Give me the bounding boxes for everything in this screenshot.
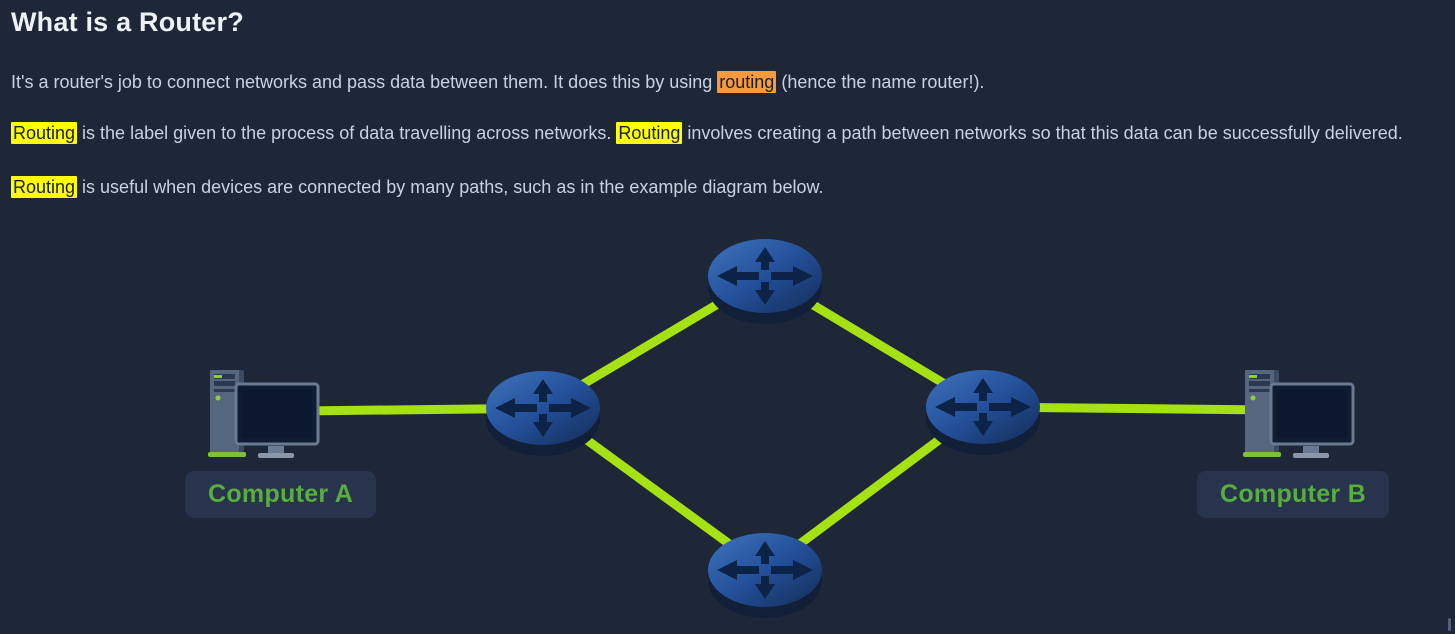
paragraph-routing-definition: Routing is the label given to the proces…	[11, 122, 1403, 145]
text-segment: is useful when devices are connected by …	[77, 177, 824, 197]
computer-a-label: Computer A	[185, 471, 377, 518]
router-east-icon	[926, 370, 1040, 455]
computer-b-icon	[1241, 368, 1355, 460]
router-north-icon	[708, 239, 822, 324]
scrollbar-thumb[interactable]	[1448, 618, 1451, 631]
computer-b-label-text: Computer B	[1220, 480, 1367, 508]
highlight-routing-active: routing	[717, 71, 777, 93]
text-segment: (hence the name router!).	[776, 72, 985, 92]
paragraph-router-job: It's a router's job to connect networks …	[11, 71, 984, 94]
page-title: What is a Router?	[11, 7, 244, 37]
highlight-routing-match: Routing	[11, 176, 78, 198]
text-segment: involves creating a path between network…	[682, 123, 1403, 143]
highlight-routing-match: Routing	[11, 122, 78, 144]
text-segment: It's a router's job to connect networks …	[11, 72, 718, 92]
computer-a-label-text: Computer A	[208, 480, 354, 508]
paragraph-routing-useful: Routing is useful when devices are conne…	[11, 176, 823, 199]
highlight-routing-match: Routing	[616, 122, 683, 144]
computer-a-icon	[206, 368, 320, 460]
text-segment: is the label given to the process of dat…	[77, 123, 617, 143]
computer-b-label: Computer B	[1197, 471, 1390, 518]
router-south-icon	[708, 533, 822, 618]
router-west-icon	[486, 371, 600, 456]
